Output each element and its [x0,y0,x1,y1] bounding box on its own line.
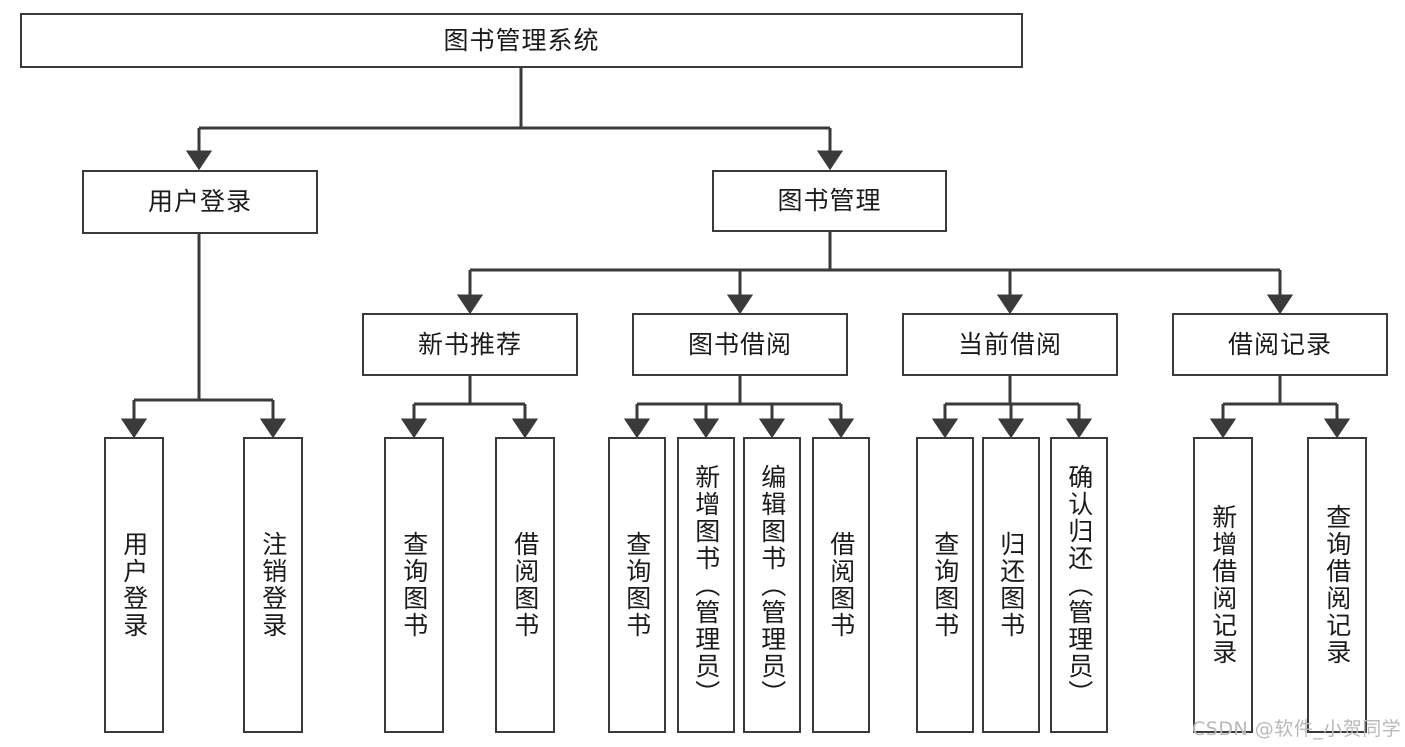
node-book-management[interactable]: 图书管理 [712,170,947,232]
node-label: 查询图书 [622,531,652,639]
node-label: 用户登录 [147,187,252,217]
node-label: 查询借阅记录 [1322,504,1352,666]
node-label: 借阅图书 [826,531,856,639]
node-borrow-record[interactable]: 借阅记录 [1172,313,1388,376]
leaf-new-book-borrow-book[interactable]: 借阅图书 [495,437,555,733]
leaf-user-login-login[interactable]: 用户登录 [104,437,164,733]
node-user-login[interactable]: 用户登录 [82,170,318,234]
watermark-text: CSDN @软件_小贺同学 [1192,718,1402,740]
leaf-book-borrow-borrow-book[interactable]: 借阅图书 [812,437,870,733]
leaf-book-borrow-edit-book-admin[interactable]: 编辑图书（管理员） [743,437,801,733]
leaf-borrow-record-query-record[interactable]: 查询借阅记录 [1307,437,1367,733]
node-label: 图书管理系统 [443,25,600,55]
node-label: 查询图书 [399,531,429,639]
node-label: 图书借阅 [687,329,792,359]
node-new-book-recommend[interactable]: 新书推荐 [362,313,578,376]
leaf-borrow-record-add-record[interactable]: 新增借阅记录 [1193,437,1253,733]
node-label: 编辑图书（管理员） [757,463,787,707]
node-label: 查询图书 [930,531,960,639]
leaf-current-borrow-confirm-return-admin[interactable]: 确认归还（管理员） [1050,437,1108,733]
node-label: 归还图书 [996,531,1026,639]
node-label: 新增图书（管理员） [691,463,721,707]
leaf-book-borrow-query-book[interactable]: 查询图书 [608,437,666,733]
leaf-current-borrow-return-book[interactable]: 归还图书 [982,437,1040,733]
leaf-user-login-logout[interactable]: 注销登录 [243,437,303,733]
node-label: 确认归还（管理员） [1064,463,1094,707]
node-label: 注销登录 [258,531,288,639]
leaf-current-borrow-query-book[interactable]: 查询图书 [916,437,974,733]
node-label: 新书推荐 [417,329,522,359]
node-label: 借阅记录 [1227,329,1332,359]
node-root-book-management-system[interactable]: 图书管理系统 [20,13,1023,68]
node-label: 当前借阅 [957,329,1062,359]
node-current-borrow[interactable]: 当前借阅 [902,313,1118,376]
leaf-book-borrow-add-book-admin[interactable]: 新增图书（管理员） [677,437,735,733]
node-label: 图书管理 [777,186,882,216]
node-book-borrow[interactable]: 图书借阅 [632,313,848,376]
node-label: 新增借阅记录 [1208,504,1238,666]
node-label: 用户登录 [119,531,149,639]
node-label: 借阅图书 [510,531,540,639]
leaf-new-book-query-book[interactable]: 查询图书 [384,437,444,733]
